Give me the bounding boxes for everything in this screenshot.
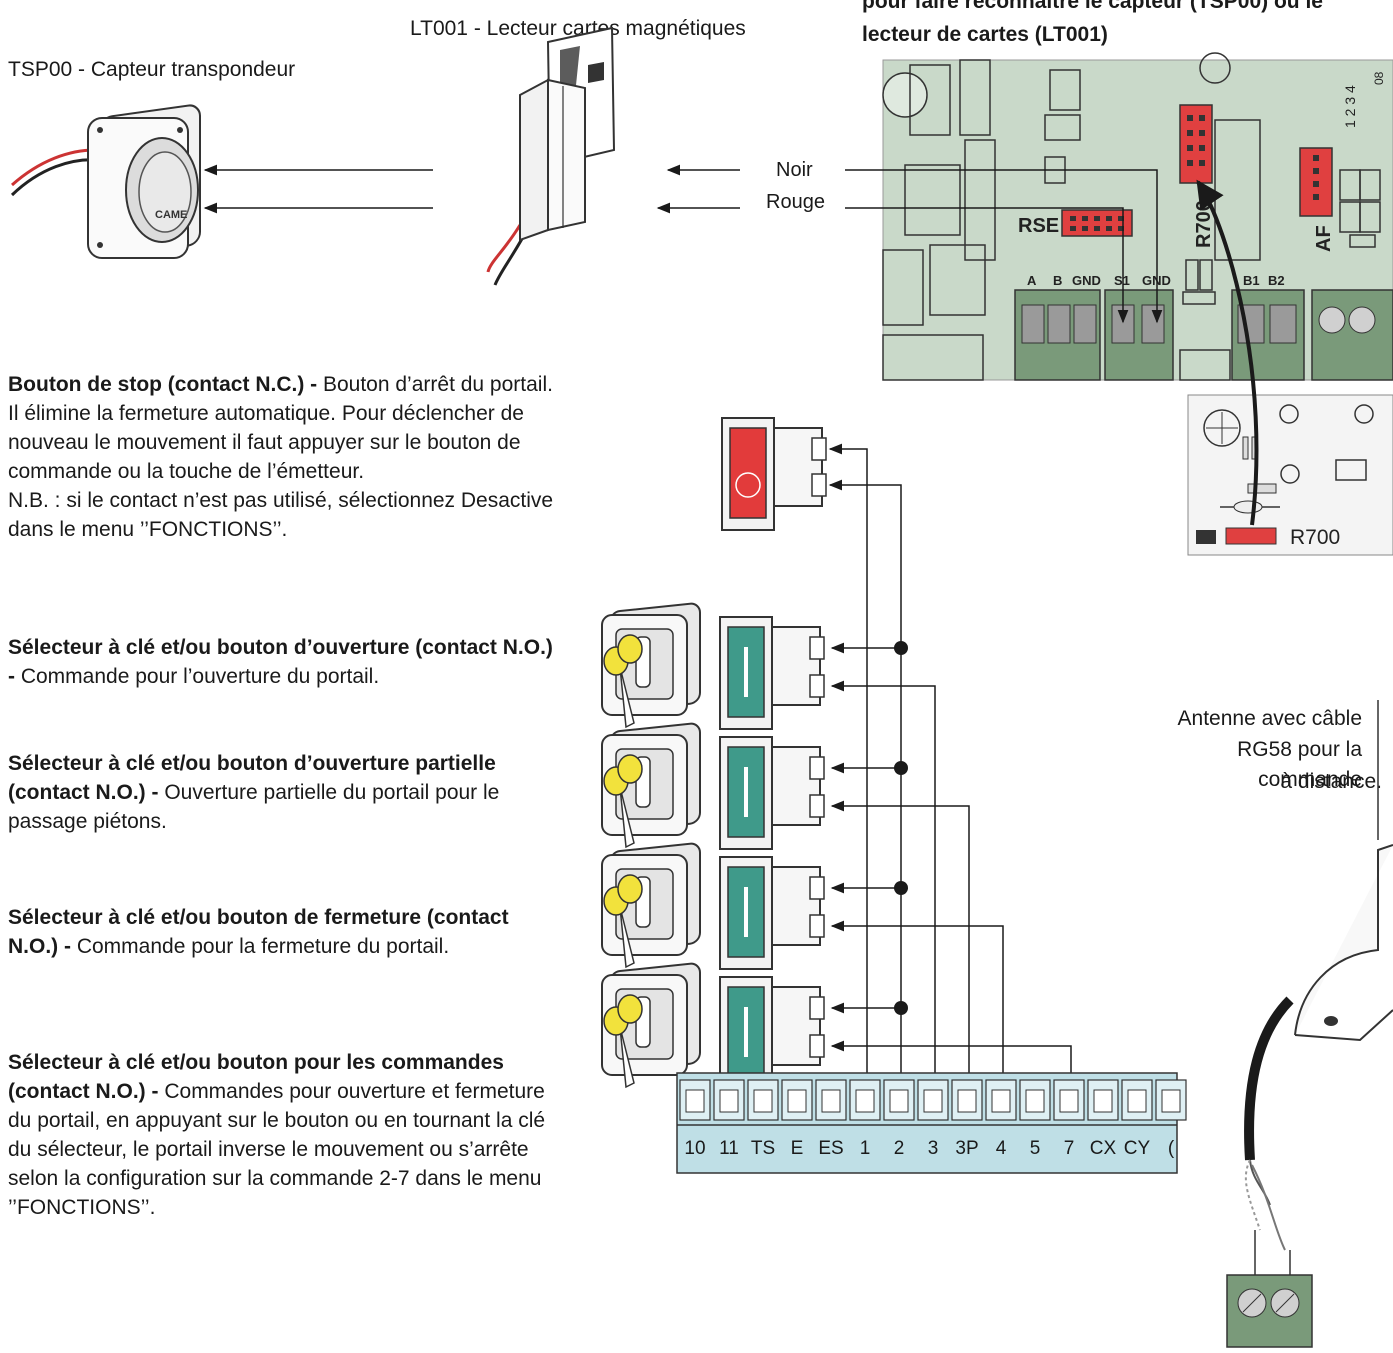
rse-connector [1061, 209, 1133, 237]
rouge-label: Rouge [766, 191, 825, 213]
strip-label-12: CX [1090, 1138, 1117, 1159]
push-button-open [719, 616, 825, 730]
strip-label-5: 1 [860, 1138, 871, 1159]
push-button-close [719, 856, 825, 970]
description-commands-title: Sélecteur à clé et/ou bouton pour les co… [8, 1051, 504, 1103]
description-open-title: Sélecteur à clé et/ou bouton d’ouverture… [8, 636, 553, 688]
description-partial-title: Sélecteur à clé et/ou bouton d’ouverture… [8, 752, 496, 804]
stop-button-device [721, 417, 827, 531]
tsp00-label: TSP00 - Capteur transpondeur [8, 58, 296, 81]
terminal-b2: B2 [1268, 273, 1285, 288]
description-stop-title: Bouton de stop (contact N.C.) - [8, 373, 323, 396]
strip-label-6: 2 [894, 1138, 905, 1159]
rse-board-label: RSE [1018, 215, 1059, 237]
strip-label-3: E [791, 1138, 804, 1159]
strip-label-13: CY [1124, 1138, 1151, 1159]
antenna-device [1226, 700, 1393, 1348]
strip-label-9: 4 [996, 1138, 1007, 1159]
antenna-label-2: RG58 pour la commande [1237, 738, 1362, 792]
transponder-sensor: CAME [10, 104, 201, 259]
antenna-label-1: Antenne avec câble [1177, 707, 1362, 730]
terminal-gnd-1: GND [1072, 273, 1101, 288]
strip-label-1: 11 [719, 1138, 739, 1159]
top-note-line1: pour faire reconnaître le capteur (TSP00… [862, 0, 1323, 13]
description-commands: Sélecteur à clé et/ou bouton pour les co… [8, 1048, 563, 1222]
board-side-numbers: 1 2 3 4 [1342, 85, 1358, 128]
terminal-strip: 10 11 TS E ES 1 2 3 3P 4 5 7 CX CY ( [676, 1072, 1187, 1174]
r700-module: R700 [1187, 394, 1393, 556]
description-stop: Bouton de stop (contact N.C.) - Bouton d… [8, 370, 563, 544]
lt001-label: LT001 - Lecteur cartes magnétiques [410, 17, 746, 40]
push-button-partial [719, 736, 825, 850]
board-side-code: 08 [1372, 71, 1386, 85]
description-open: Sélecteur à clé et/ou bouton d’ouverture… [8, 633, 563, 691]
r700-board-label: R700 [1193, 200, 1215, 248]
push-button-commands [719, 976, 825, 1090]
sensor-brand: CAME [155, 209, 187, 221]
strip-label-0: 10 [684, 1138, 705, 1159]
description-partial-text: Ouverture partielle du portail pour le p… [8, 781, 500, 833]
r700-connector [1179, 104, 1213, 184]
terminal-b: B [1053, 273, 1062, 288]
terminal-s1: S1 [1114, 273, 1130, 288]
description-close-title: Sélecteur à clé et/ou bouton de fermetur… [8, 906, 509, 958]
noir-label: Noir [776, 159, 813, 181]
description-commands-text: Commandes pour ouverture et fermeture du… [8, 1080, 546, 1219]
description-partial: Sélecteur à clé et/ou bouton d’ouverture… [8, 749, 563, 836]
terminal-a: A [1027, 273, 1037, 288]
strip-label-7: 3 [928, 1138, 939, 1159]
r700-module-label: R700 [1290, 526, 1340, 549]
strip-label-8: 3P [955, 1138, 978, 1159]
af-board-label: AF [1313, 225, 1335, 252]
key-selector-close [601, 842, 701, 969]
description-stop-text: Bouton d’arrêt du portail. Il élimine la… [8, 373, 553, 483]
card-reader [486, 26, 616, 286]
strip-label-14: ( [1168, 1138, 1175, 1159]
top-note-line2: lecteur de cartes (LT001) [862, 23, 1108, 46]
key-selector-partial [601, 722, 701, 849]
antenna-label-3: à distance. [1280, 770, 1382, 793]
strip-label-4: ES [818, 1138, 843, 1159]
description-open-text: Commande pour l’ouverture du portail. [20, 665, 380, 688]
key-selector-open [601, 602, 701, 729]
key-selector-commands [601, 962, 701, 1089]
description-close-text: Commande pour la fermeture du portail. [76, 935, 450, 958]
strip-label-11: 7 [1064, 1138, 1075, 1159]
control-board: 1 2 3 4 08 R700 AF RSE [882, 52, 1393, 381]
strip-label-10: 5 [1030, 1138, 1041, 1159]
description-close: Sélecteur à clé et/ou bouton de fermetur… [8, 903, 563, 961]
strip-label-2: TS [751, 1138, 775, 1159]
description-stop-note: N.B. : si le contact n’est pas utilisé, … [8, 489, 554, 541]
terminal-b1: B1 [1243, 273, 1260, 288]
